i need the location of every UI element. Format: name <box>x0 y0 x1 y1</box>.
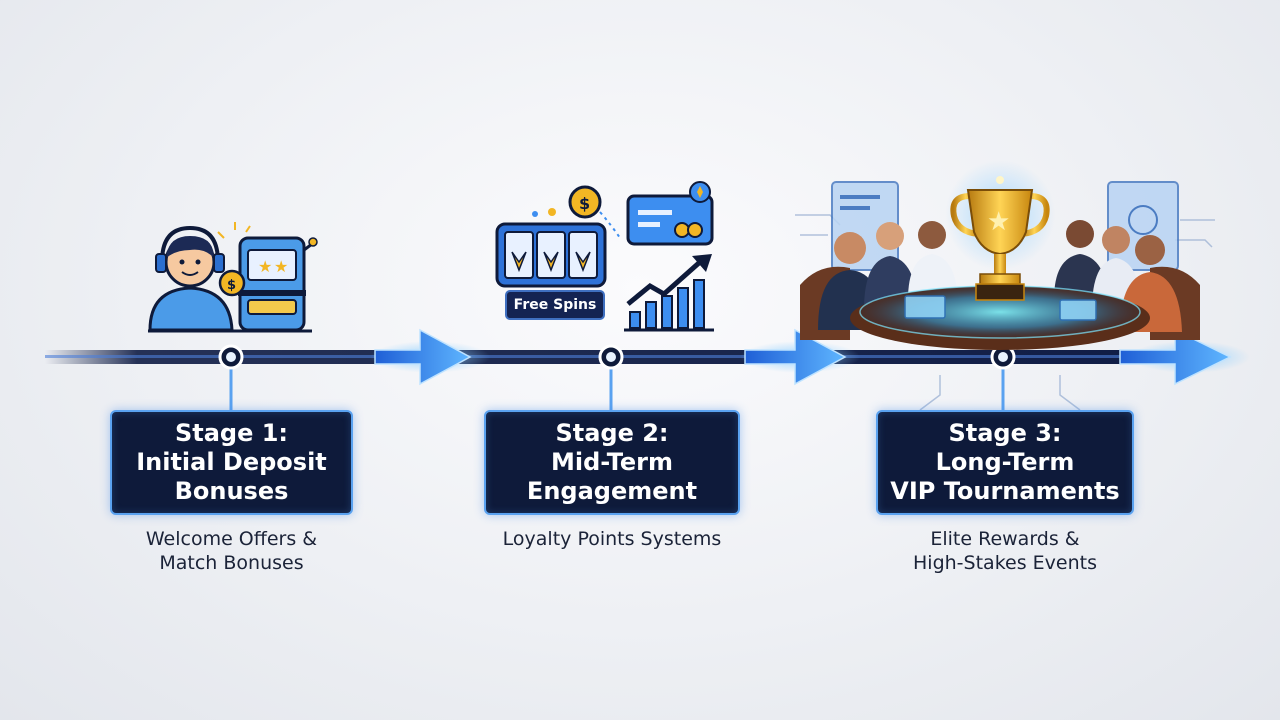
stage-1-title-line-1: Stage 1: <box>174 419 289 447</box>
trophy-icon: ★ <box>945 160 1055 301</box>
stage-1-desc-line-1: Welcome Offers & <box>145 528 318 550</box>
loyalty-card-icon <box>626 181 714 246</box>
arrow-1-icon <box>370 328 490 386</box>
stage-2-title-line-1: Stage 2: <box>555 419 669 447</box>
stage-3-description: Elite Rewards & High-Stakes Events <box>866 527 1144 575</box>
stage-1-desc-line-2: Match Bonuses <box>159 552 304 574</box>
growth-chart-icon <box>624 254 714 332</box>
stage-2-title-line-2: Mid-Term <box>550 448 674 476</box>
node-2-icon <box>598 344 624 410</box>
svg-text:$: $ <box>227 278 236 293</box>
stage-3-title-line-3: VIP Tournaments <box>890 477 1120 505</box>
stage-2-box: Stage 2: Mid-Term Engagement <box>484 410 740 515</box>
slot-reels-icon <box>495 222 607 288</box>
arrow-2-icon <box>740 328 860 386</box>
stage-1-description: Welcome Offers & Match Bonuses <box>100 527 363 575</box>
stage-3-title-line-2: Long-Term <box>935 448 1075 476</box>
dollar-coin-icon: $ <box>532 185 621 239</box>
stage-3-desc-line-2: High-Stakes Events <box>913 552 1097 574</box>
node-3-icon <box>990 344 1016 410</box>
stage-1-box: Stage 1: Initial Deposit Bonuses <box>110 410 353 515</box>
stage-1-title-line-2: Initial Deposit <box>136 448 327 476</box>
player-with-headset-icon <box>148 225 312 333</box>
svg-text:★: ★ <box>274 257 288 276</box>
stage-3-box: Stage 3: Long-Term VIP Tournaments <box>876 410 1134 515</box>
stage-1-title-line-3: Bonuses <box>174 477 289 505</box>
coin-icon: $ <box>218 269 246 297</box>
stage-2-desc-line-1: Loyalty Points Systems <box>502 528 722 550</box>
slot-machine-icon: ★ ★ <box>217 222 318 332</box>
stage-3-desc-line-1: Elite Rewards & <box>930 528 1080 550</box>
vip-table-people-icon <box>795 181 1215 411</box>
arrow-3-icon <box>1119 328 1250 386</box>
stage-2-description: Loyalty Points Systems <box>474 527 750 551</box>
svg-text:★: ★ <box>987 207 1010 237</box>
svg-text:$: $ <box>579 194 590 213</box>
stage-2-title-line-3: Engagement <box>526 477 698 505</box>
node-1-icon <box>218 344 244 410</box>
stage-3-title-line-1: Stage 3: <box>948 419 1062 447</box>
free-spins-badge: Free Spins <box>505 290 605 320</box>
svg-text:★: ★ <box>258 257 272 276</box>
